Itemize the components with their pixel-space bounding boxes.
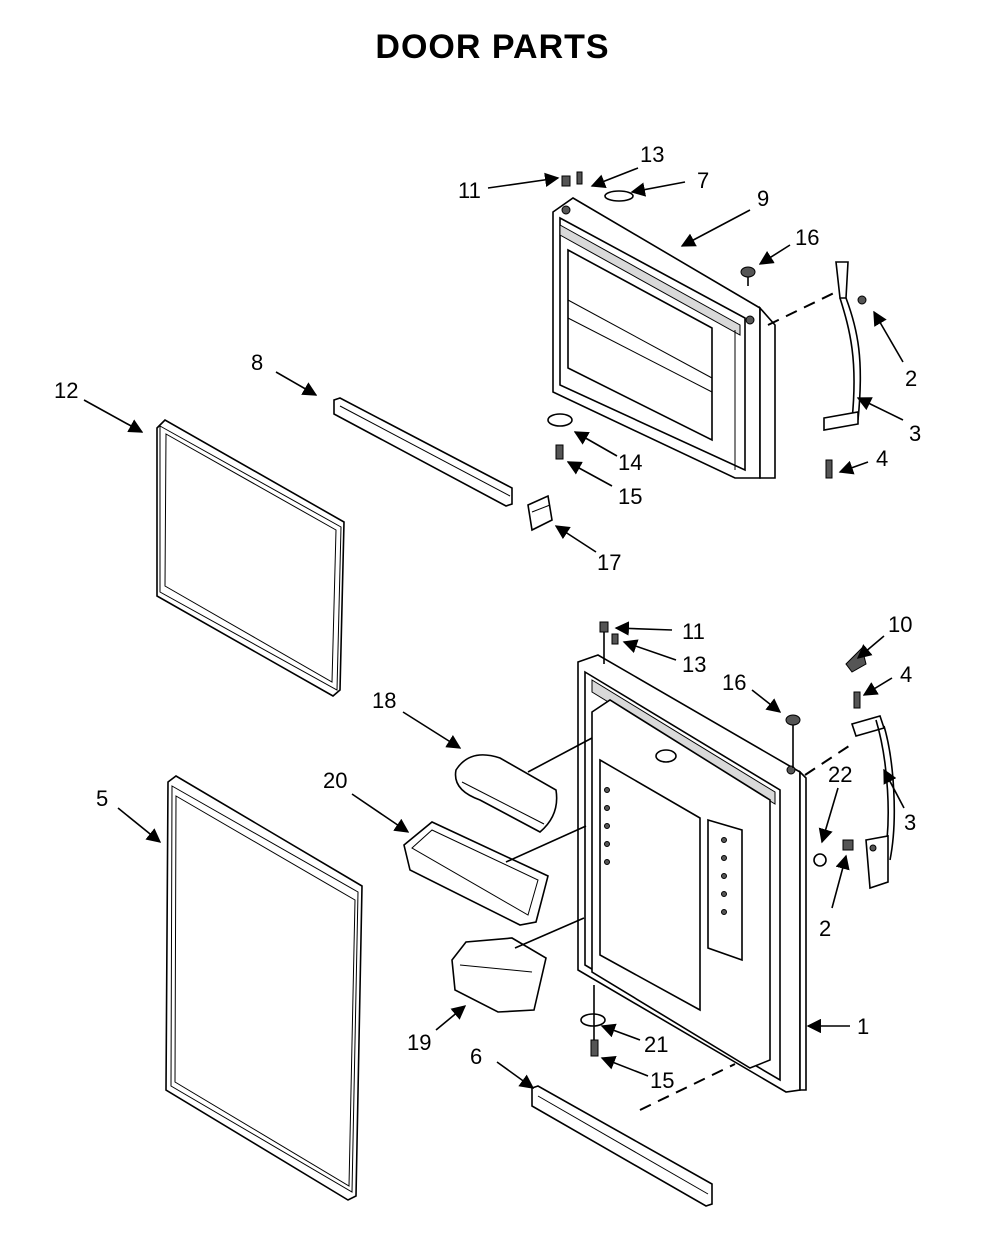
callout-8: 8	[251, 350, 263, 375]
fresh-food-door	[577, 654, 807, 1093]
callout-15: 15	[618, 484, 642, 509]
callout-12: 12	[54, 378, 78, 403]
callout-6: 6	[470, 1044, 482, 1069]
callout-3: 3	[909, 421, 921, 446]
page-title: DOOR PARTS	[375, 28, 610, 66]
callout-18: 18	[372, 688, 396, 713]
callout-leaders	[83, 167, 905, 1089]
callout-11: 11	[682, 619, 705, 644]
freezer-door	[552, 197, 776, 479]
callout-17: 17	[597, 550, 621, 575]
callout-4: 4	[876, 446, 888, 471]
callout-19: 19	[407, 1030, 431, 1055]
callout-2: 2	[905, 366, 917, 391]
callout-5: 5	[96, 786, 108, 811]
part-8-trim-bar	[333, 397, 513, 507]
callout-13: 13	[682, 652, 706, 677]
callout-10: 10	[888, 612, 912, 637]
callout-15: 15	[650, 1068, 674, 1093]
callout-11: 11	[458, 178, 481, 203]
fresh-food-hinge	[804, 647, 896, 890]
callout-21: 21	[644, 1032, 668, 1057]
callout-16: 16	[722, 670, 746, 695]
freezer-hinge	[767, 261, 867, 479]
callout-13: 13	[640, 142, 664, 167]
part-5-fresh-food-gasket	[165, 775, 363, 1201]
callout-20: 20	[323, 768, 347, 793]
callout-14: 14	[618, 450, 642, 475]
callout-labels: 13 11 7 9 16 8 12 2 3 4 14 15 17 11 10 1…	[54, 142, 921, 1093]
callout-4: 4	[900, 662, 912, 687]
callout-16: 16	[795, 225, 819, 250]
callout-7: 7	[697, 168, 709, 193]
callout-22: 22	[828, 762, 852, 787]
part-17-clip	[527, 494, 553, 532]
part-6-trim-bar	[531, 1063, 736, 1207]
freezer-hardware	[547, 171, 756, 460]
part-12-freezer-gasket	[156, 419, 345, 697]
callout-9: 9	[757, 186, 769, 211]
shelf-holes	[604, 787, 727, 915]
part-18-cover	[454, 737, 593, 833]
part-20-door-bin	[403, 821, 587, 926]
part-19-door-bin	[451, 917, 585, 1013]
callout-1: 1	[857, 1014, 869, 1039]
callout-3: 3	[904, 810, 916, 835]
fresh-food-hardware	[580, 621, 801, 1057]
callout-2: 2	[819, 916, 831, 941]
